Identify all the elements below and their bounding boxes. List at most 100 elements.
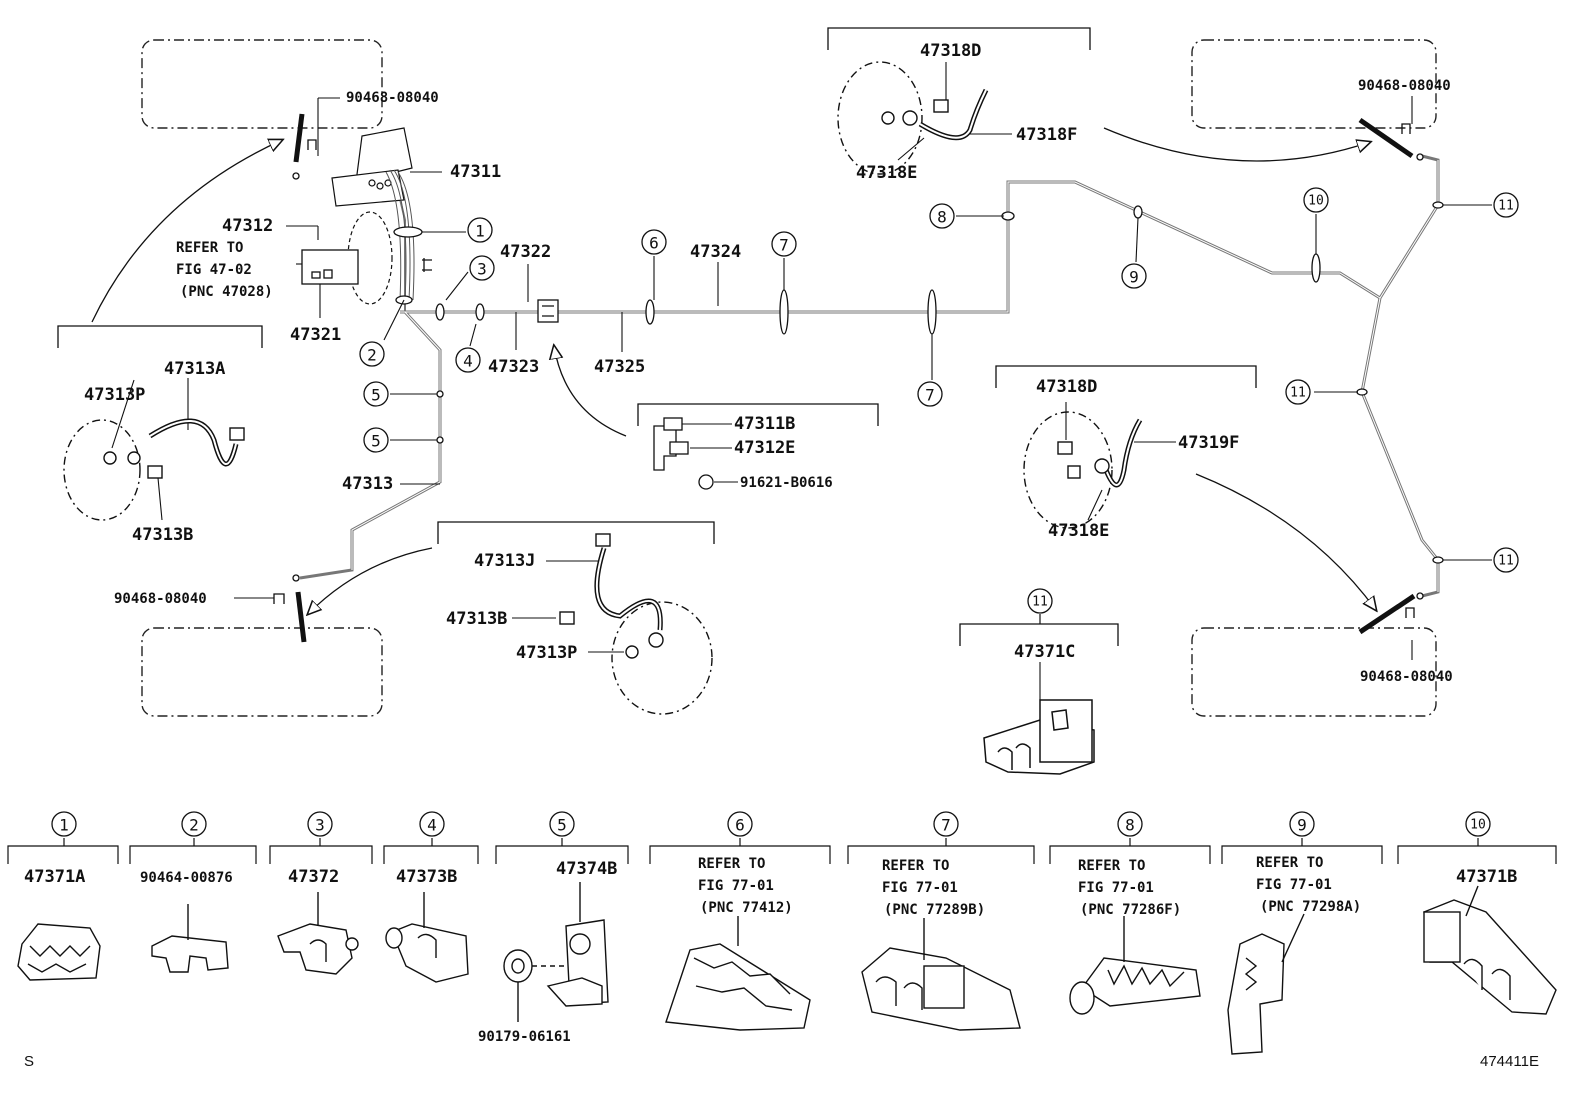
legend-callout-8-text: 8 <box>1125 816 1135 835</box>
junction-block-47311 <box>331 127 413 305</box>
bracket-47319F <box>995 365 1257 388</box>
legend-callout-5 <box>549 811 575 837</box>
callout-6 <box>641 229 667 255</box>
legend-callout-10-text: 10 <box>1470 818 1486 833</box>
detail-outline <box>1023 411 1113 529</box>
legend-callout-2 <box>181 811 207 837</box>
legend-7-line2: FIG 77-01 <box>882 880 958 896</box>
callout-8-text: 8 <box>937 208 947 227</box>
legend-callout-5-text: 5 <box>557 816 567 835</box>
callout-11a-text: 11 <box>1498 199 1514 214</box>
label-47318D-top: 47318D <box>920 41 981 61</box>
callout-11c <box>1493 547 1519 573</box>
arrow-to-bottom-left <box>308 547 433 614</box>
bolt-47318D <box>933 99 949 113</box>
legend-8-line2: FIG 77-01 <box>1078 880 1154 896</box>
legend-callout-7-text: 7 <box>941 816 951 835</box>
callout-10-text: 10 <box>1308 194 1324 209</box>
ground-straps <box>273 113 1424 643</box>
relay-body <box>301 249 359 285</box>
clamp-47373B-drawing <box>385 892 469 983</box>
legend-8-line3: (PNC 77286F) <box>1080 902 1181 918</box>
legend-8-line1: REFER TO <box>1078 858 1145 874</box>
legend-label-47374B: 47374B <box>556 859 617 879</box>
legend-labels: 47371A 90464-00876 47372 47373B 47374B 9… <box>24 855 1517 1045</box>
arrow-to-connector <box>554 346 627 437</box>
label-refer-fig-47-02-line3: (PNC 47028) <box>180 284 273 300</box>
legend-callout-4-text: 4 <box>427 816 437 835</box>
callout-circles <box>51 187 1519 837</box>
legend-label-47372: 47372 <box>288 867 339 887</box>
callout-8 <box>929 203 955 229</box>
clamp-47371B-drawing <box>1423 885 1557 1015</box>
label-47324: 47324 <box>690 242 741 262</box>
clamp-77289B-drawing <box>861 918 1021 1031</box>
callout-11b <box>1285 379 1311 405</box>
cable-body <box>148 418 239 467</box>
legend-callout-10 <box>1465 811 1491 837</box>
legend-6-line2: FIG 77-01 <box>698 878 774 894</box>
region-box-top-left <box>141 39 383 129</box>
strap-top-right <box>1358 117 1414 159</box>
legend-label-47371A: 47371A <box>24 867 85 887</box>
callout-9-text: 9 <box>1129 268 1139 287</box>
cable-47313J <box>559 533 713 715</box>
callout-7b-text: 7 <box>925 386 935 405</box>
nut-47313P <box>103 451 117 465</box>
clamp-4 <box>475 303 485 321</box>
relay-47321 <box>301 249 432 285</box>
callout-numbers: 1 2 3 4 5 5 6 7 7 8 9 10 11 11 11 11 1 2… <box>59 194 1514 835</box>
clamp-1 <box>393 226 423 238</box>
label-47312E: 47312E <box>734 438 795 458</box>
label-47321: 47321 <box>290 325 341 345</box>
clamp-47371C-drawing <box>983 699 1095 775</box>
label-refer-fig-47-02-line2: FIG 47-02 <box>176 262 252 278</box>
cable-47319F <box>1023 411 1143 529</box>
nut-47318E <box>881 111 895 125</box>
strap-bottom-right <box>1358 593 1416 635</box>
bracket-47311B <box>637 403 879 426</box>
clamp-5a <box>436 390 444 398</box>
bracket-47313A <box>57 325 263 348</box>
label-47325: 47325 <box>594 357 645 377</box>
connector-47322 <box>537 299 559 323</box>
legend-label-47371B: 47371B <box>1456 867 1517 887</box>
terminal-top-right <box>1416 153 1424 161</box>
legend-9-line2: FIG 77-01 <box>1256 877 1332 893</box>
callout-1 <box>467 217 493 243</box>
legend-callout-6 <box>727 811 753 837</box>
leader-lines <box>111 62 1492 700</box>
label-47322: 47322 <box>500 242 551 262</box>
callout-11d <box>1027 588 1053 614</box>
legend-brackets <box>7 614 1557 864</box>
legend-callout-1-text: 1 <box>59 816 69 835</box>
diagram-code: 474411E <box>1480 1053 1539 1070</box>
legend-callout-1 <box>51 811 77 837</box>
label-90468-top-right: 90468-08040 <box>1358 78 1451 94</box>
label-47323: 47323 <box>488 357 539 377</box>
clamp-77286F-drawing <box>1069 916 1201 1015</box>
legend-callout-2-text: 2 <box>189 816 199 835</box>
label-47313J: 47313J <box>474 551 535 571</box>
label-47313B-center: 47313B <box>446 609 507 629</box>
cable-47318F <box>837 61 989 175</box>
legend-callout-3 <box>307 811 333 837</box>
label-47313B-left: 47313B <box>132 525 193 545</box>
clamp-77298A-drawing <box>1227 913 1305 1055</box>
label-47318D-mid: 47318D <box>1036 377 1097 397</box>
arrow-to-top-right <box>1103 127 1370 162</box>
callout-11c-text: 11 <box>1498 554 1514 569</box>
callout-9 <box>1121 263 1147 289</box>
callout-1-text: 1 <box>475 222 485 241</box>
callout-3 <box>469 255 495 281</box>
callout-5b-text: 5 <box>371 432 381 451</box>
legend-part-drawings <box>17 882 1557 1055</box>
callout-2 <box>359 341 385 367</box>
harness-branch-down-right <box>1360 297 1440 598</box>
strap-top-left <box>293 113 305 163</box>
callout-5b <box>363 427 389 453</box>
clip-top-left <box>307 139 317 150</box>
label-47313P-left: 47313P <box>84 385 145 405</box>
legend-label-90179-06161: 90179-06161 <box>478 1029 571 1045</box>
